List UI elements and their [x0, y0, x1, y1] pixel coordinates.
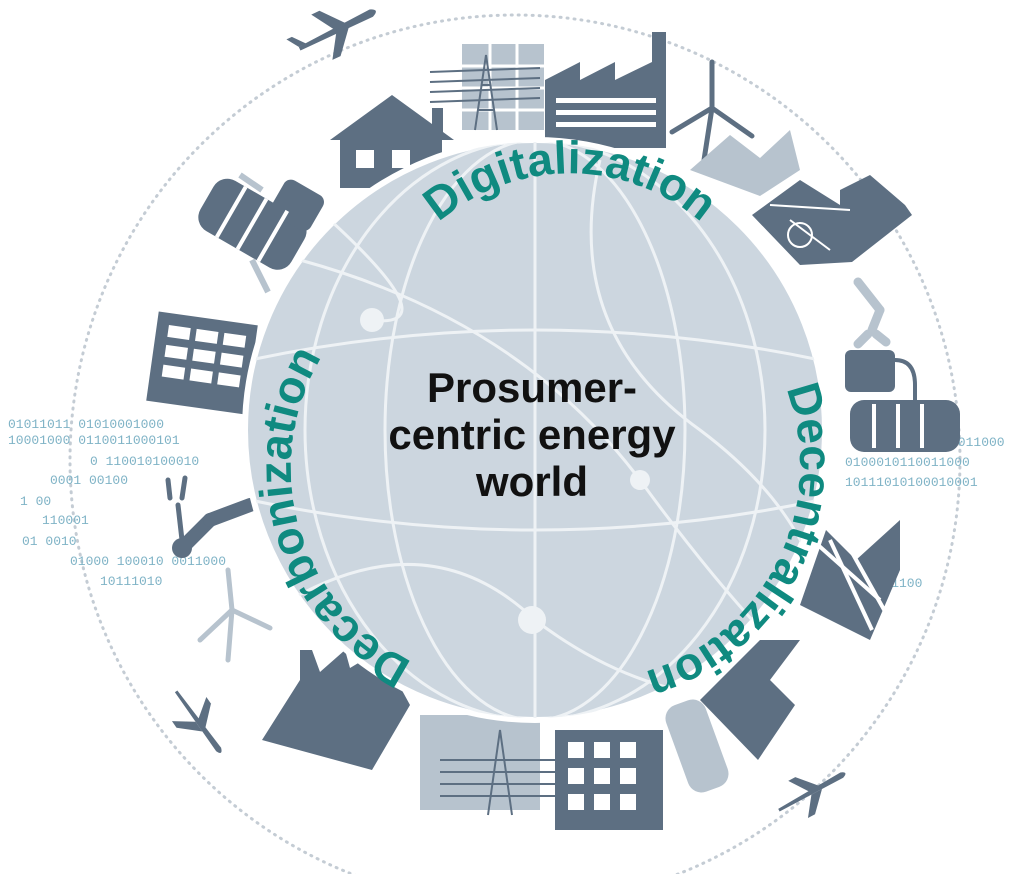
center-title-line-2: centric energy: [388, 411, 676, 458]
binary-line: 0100010110011000: [845, 455, 970, 470]
gas-tank-bottom-icon: [665, 699, 729, 793]
binary-line: 10111010: [100, 574, 162, 589]
center-title-line-3: world: [476, 458, 588, 505]
power-pylon-bottom-icon: [420, 715, 555, 816]
wind-turbine-icon: [669, 59, 755, 163]
binary-line: 10001000 0110011000101: [8, 433, 180, 448]
binary-line: 01011011 01010001000: [8, 417, 164, 432]
factory-bottom-left-icon: [262, 650, 410, 770]
center-title-line-1: Prosumer-: [426, 364, 638, 411]
binary-line: 10111010100010001: [845, 475, 978, 490]
industrial-plant-icon: [752, 175, 912, 265]
binary-line: 110001: [42, 513, 89, 528]
globe-network-lines: [249, 142, 821, 718]
wind-turbine-left-icon: [197, 567, 273, 663]
robot-arm-icon: [853, 277, 891, 349]
binary-line: 0011000: [950, 435, 1005, 450]
center-title: Prosumer- centric energy world: [372, 364, 692, 505]
binary-line: 01000 100010 0011000: [70, 554, 226, 569]
data-center-icon: [146, 311, 258, 415]
gas-tank-icon: [845, 350, 960, 452]
factory-bottom-right-icon: [700, 640, 800, 760]
robot-arm-left-icon: [165, 475, 257, 558]
binary-line: 0001 00100: [50, 473, 128, 488]
outer-orbit: [68, 13, 962, 874]
solar-panel-right-icon: [800, 520, 900, 640]
airplane-left-icon: [171, 690, 222, 753]
binary-line: 1 00: [20, 494, 51, 509]
factory-icon: [545, 32, 666, 148]
gas-tank-left-icon: [198, 172, 324, 294]
office-building-icon: [555, 730, 663, 830]
binary-line: 0 110010100010: [90, 454, 199, 469]
airplane-icon: [286, 9, 376, 60]
airplane-bottom-icon: [778, 772, 846, 818]
solar-panel-icon: [462, 44, 544, 130]
solar-field-icon: [690, 130, 800, 196]
power-pylon-icon: [429, 54, 541, 131]
binary-line: 01 0010: [22, 534, 77, 549]
